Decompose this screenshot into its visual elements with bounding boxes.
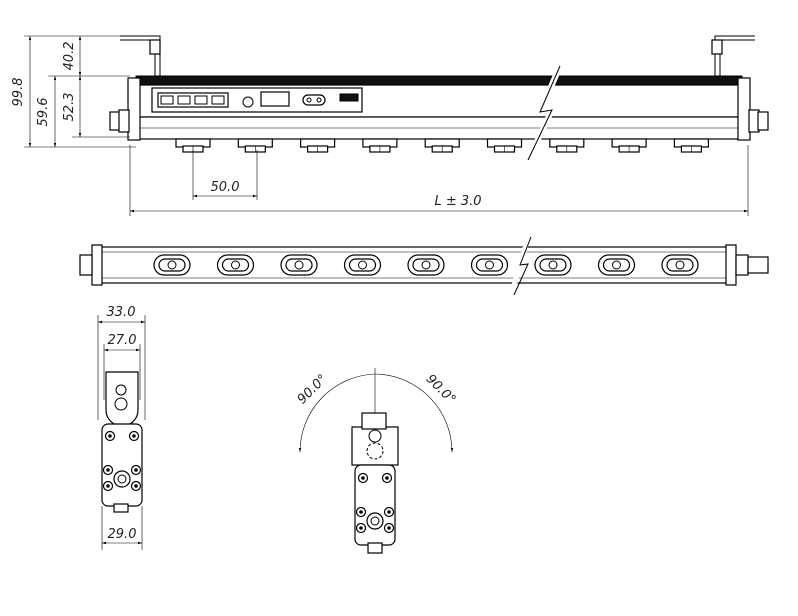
nozzle xyxy=(673,138,710,153)
left-cable-gland xyxy=(109,109,130,133)
dim-rotate-left: 90.0° xyxy=(295,372,331,408)
display-window xyxy=(260,91,290,107)
screw xyxy=(355,506,367,518)
nozzle-top xyxy=(661,254,699,276)
screw xyxy=(381,472,393,484)
dim-rotate-right: 90.0° xyxy=(423,372,459,408)
emitter-nozzles xyxy=(175,138,710,153)
dim-bracket-inner-width: 27.0 xyxy=(108,333,137,348)
screw xyxy=(130,464,142,476)
dim-overall-height: 99.8 xyxy=(11,78,26,107)
nozzle-top xyxy=(597,254,636,276)
rj45-ports xyxy=(157,92,229,108)
nozzle xyxy=(362,138,398,153)
dim-body-nozzle-height: 59.6 xyxy=(36,98,51,127)
nozzle-top xyxy=(534,254,572,276)
screw xyxy=(102,464,114,476)
nozzle xyxy=(300,138,336,153)
screw xyxy=(383,522,395,534)
nozzle xyxy=(237,138,273,153)
bar-top-rail xyxy=(135,75,743,86)
nozzle-top xyxy=(470,254,509,276)
screw xyxy=(104,430,116,442)
nozzle-top xyxy=(407,254,445,276)
nozzle xyxy=(549,138,585,153)
nozzle xyxy=(486,138,523,153)
screw xyxy=(128,430,140,442)
nozzle-top xyxy=(216,254,255,276)
center-connector xyxy=(366,512,384,530)
length-dimensions: 50.0 L ± 3.0 xyxy=(129,145,749,216)
top-view xyxy=(79,236,769,296)
height-dimensions: 99.8 59.6 52.3 40.2 xyxy=(11,35,150,148)
side-bracket xyxy=(105,371,139,427)
screw xyxy=(102,480,114,492)
screw xyxy=(355,522,367,534)
center-connector xyxy=(113,470,131,488)
screw xyxy=(383,506,395,518)
dim-length: L ± 3.0 xyxy=(434,194,481,209)
nozzle xyxy=(611,138,647,153)
screw xyxy=(130,480,142,492)
left-mounting-bracket xyxy=(120,35,161,76)
indicator-leds xyxy=(302,94,326,106)
right-end-cap xyxy=(737,77,751,141)
dim-bracket-outer-width: 33.0 xyxy=(107,305,136,320)
screw xyxy=(357,472,369,484)
nozzle-top xyxy=(343,254,382,276)
nozzle-top xyxy=(280,254,318,276)
dim-body-width: 29.0 xyxy=(108,527,137,542)
nozzle xyxy=(424,138,460,153)
right-cable-gland xyxy=(748,109,769,133)
side-view: 33.0 27.0 29.0 xyxy=(97,305,146,550)
left-end-cap xyxy=(127,77,141,141)
brand-logo xyxy=(339,93,359,102)
nozzle-top xyxy=(153,254,191,276)
right-mounting-bracket xyxy=(711,35,755,76)
dim-nozzle-pitch: 50.0 xyxy=(211,180,240,195)
dim-bracket-height: 40.2 xyxy=(62,42,77,71)
rotation-view: 90.0° 90.0° xyxy=(295,368,459,554)
front-view: 99.8 59.6 52.3 40.2 50.0 L ± 3.0 xyxy=(11,35,769,216)
control-panel xyxy=(151,87,363,113)
dim-body-height: 52.3 xyxy=(62,93,77,122)
power-switch xyxy=(242,96,254,108)
